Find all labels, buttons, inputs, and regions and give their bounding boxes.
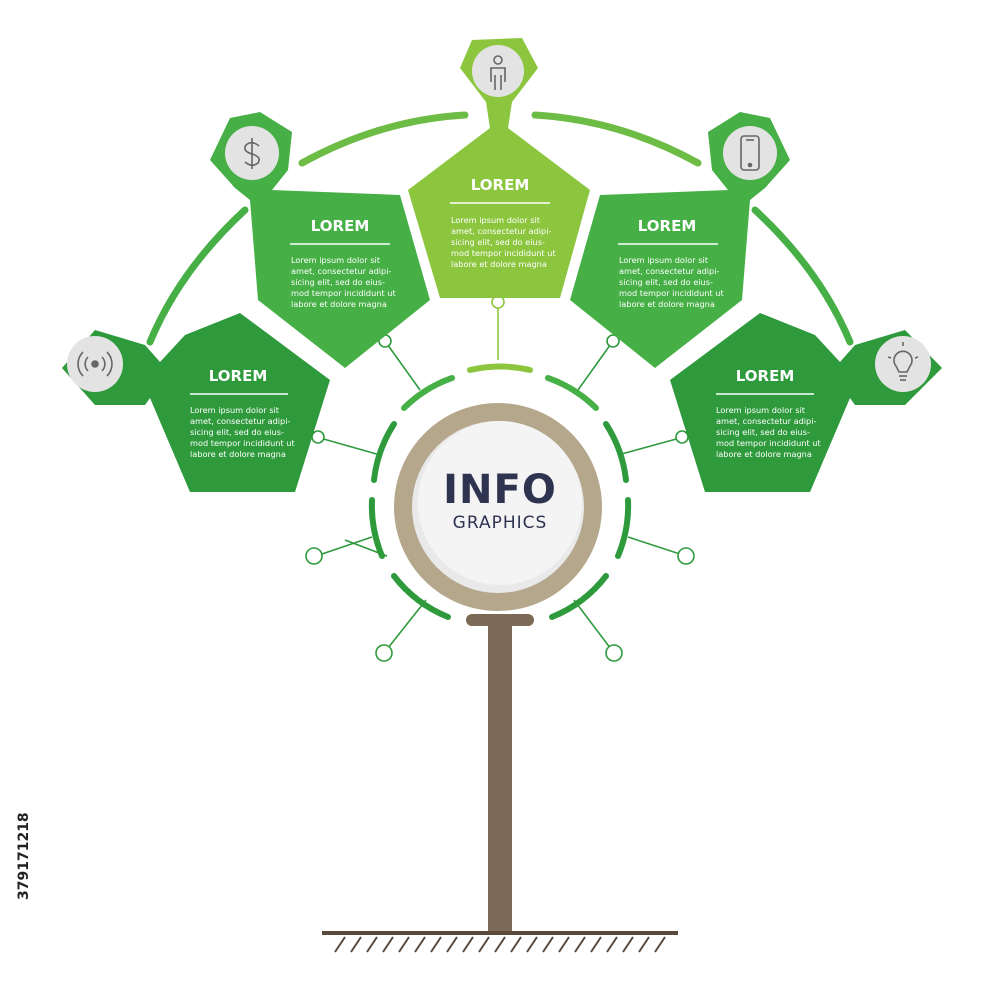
connector-line (573, 599, 615, 654)
connector-line (384, 340, 421, 391)
item-card-4-shape (570, 112, 790, 368)
connector-line (577, 340, 614, 391)
connectors (305, 295, 695, 662)
connector-line (627, 536, 687, 557)
outer-arc-right-upper (531, 111, 702, 167)
center-dashed-ring (368, 363, 632, 620)
item-card-1-shape (62, 313, 330, 492)
item-card-4-title: LOREM (638, 217, 697, 235)
item-card-4: LOREM Lorem ipsum dolor sit amet, consec… (570, 112, 790, 368)
connector-line (321, 536, 373, 555)
hatch-mark (606, 936, 618, 953)
item-card-2-title: LOREM (311, 217, 370, 235)
item-card-1-title: LOREM (209, 367, 268, 385)
item-icon-circle (875, 336, 931, 392)
trunk-cap (466, 614, 534, 626)
connector-node (375, 644, 393, 662)
ring-segment (545, 375, 599, 411)
ring-segment (371, 421, 397, 483)
ring-segment (549, 573, 609, 620)
tree-trunk (488, 620, 512, 932)
connector-line (383, 599, 427, 654)
hatch-mark (510, 936, 522, 953)
hatch-mark (574, 936, 586, 953)
hatch-mark (350, 936, 362, 953)
hatch-mark (622, 936, 634, 953)
item-card-3-title: LOREM (471, 176, 530, 194)
connector-line (319, 437, 381, 456)
ring-segment (368, 497, 385, 559)
item-card-5-body: Lorem ipsum dolor sit amet, consectetur … (716, 405, 823, 459)
item-card-2: LOREM Lorem ipsum dolor sit amet, consec… (210, 112, 430, 368)
center-inner-disc (418, 421, 582, 585)
outer-arc-right (751, 206, 854, 346)
stock-id: 379171218 (16, 812, 32, 900)
connector-node (675, 430, 689, 444)
ring-segment (401, 375, 455, 411)
person-icon (490, 55, 506, 90)
lightbulb-icon (887, 342, 919, 381)
hatch-mark (430, 936, 442, 953)
item-card-1: LOREM Lorem ipsum dolor sit amet, consec… (62, 313, 330, 492)
hatch-mark (462, 936, 474, 953)
hatch-mark (382, 936, 394, 953)
hatch-mark (542, 936, 554, 953)
item-card-3: LOREM Lorem ipsum dolor sit amet, consec… (408, 38, 590, 298)
hatch-mark (366, 936, 378, 953)
wireless-signal-icon (77, 351, 113, 377)
item-card-1-body: Lorem ipsum dolor sit amet, consectetur … (190, 405, 297, 459)
hatch-mark (446, 936, 458, 953)
center-subtitle: GRAPHICS (453, 513, 548, 533)
ring-segment (391, 573, 451, 620)
connector-line (617, 437, 681, 456)
item-card-5: LOREM Lorem ipsum dolor sit amet, consec… (670, 313, 942, 492)
hatch-mark (494, 936, 506, 953)
hatch-mark (478, 936, 490, 953)
hatch-mark (638, 936, 650, 953)
ground-hatching (334, 936, 666, 953)
item-card-5-shape (670, 313, 942, 492)
outer-arc-left-upper (298, 111, 469, 167)
ring-segment (615, 497, 632, 559)
hatch-mark (590, 936, 602, 953)
dollar-icon (244, 138, 260, 169)
connector-node (305, 547, 323, 565)
connector-node (606, 334, 620, 348)
item-card-5-title: LOREM (736, 367, 795, 385)
hatch-mark (558, 936, 570, 953)
smartphone-icon (740, 135, 760, 171)
item-card-3-body: Lorem ipsum dolor sit amet, consectetur … (451, 215, 558, 269)
hatch-mark (334, 936, 346, 953)
connector-node (605, 644, 623, 662)
outer-arc-left (146, 206, 249, 346)
item-icon-circle (723, 126, 777, 180)
center-title: INFO (443, 467, 557, 513)
hatch-mark (654, 936, 666, 953)
item-card-3-shape (408, 38, 590, 298)
connector-node (677, 547, 695, 565)
hatch-mark (526, 936, 538, 953)
item-icon-circle (472, 45, 524, 97)
hatch-mark (414, 936, 426, 953)
item-card-4-body: Lorem ipsum dolor sit amet, consectetur … (619, 255, 726, 309)
outer-arc (146, 111, 854, 346)
ring-segment (467, 363, 533, 373)
hatch-mark (398, 936, 410, 953)
connector-node (311, 430, 325, 444)
item-card-2-body: Lorem ipsum dolor sit amet, consectetur … (291, 255, 398, 309)
ring-segment (603, 421, 629, 483)
